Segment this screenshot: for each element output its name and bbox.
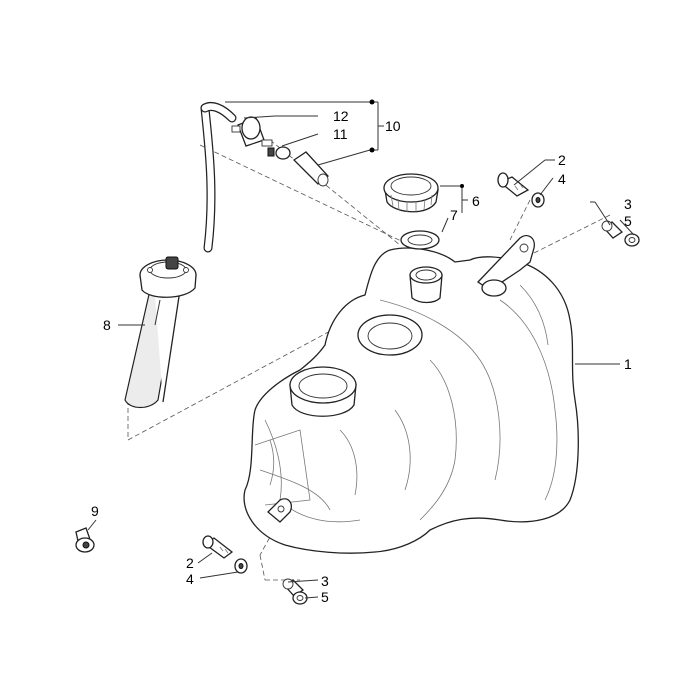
- label-part-8: 8: [103, 317, 111, 333]
- label-part-11: 11: [333, 126, 348, 142]
- label-part-6: 6: [472, 193, 480, 209]
- bracket-dot: [460, 184, 464, 188]
- fuel-tank: [243, 234, 579, 554]
- bracket-dot: [369, 147, 375, 153]
- label-part-5-upper: 5: [624, 213, 632, 229]
- bolt-lower: [202, 535, 234, 559]
- label-part-2-lower: 2: [186, 555, 194, 571]
- bolt-upper: [497, 172, 530, 197]
- label-part-2-upper: 2: [558, 152, 566, 168]
- fuel-pump: [124, 256, 197, 409]
- label-part-12: 12: [333, 108, 349, 124]
- fuel-cap: [383, 173, 439, 213]
- label-part-5-lower: 5: [321, 589, 329, 605]
- label-part-1: 1: [624, 356, 632, 372]
- washer-upper: [531, 192, 545, 208]
- label-part-4-lower: 4: [186, 571, 194, 587]
- label-part-4-upper: 4: [558, 171, 566, 187]
- nut-lower: [292, 591, 308, 605]
- label-part-9: 9: [91, 503, 99, 519]
- check-valve: [231, 116, 273, 147]
- bracket-dot: [369, 99, 375, 105]
- label-part-7: 7: [450, 207, 458, 223]
- washer-lower: [234, 558, 248, 574]
- hose-sleeve: [292, 151, 329, 187]
- label-part-3-upper: 3: [624, 196, 632, 212]
- nut-upper: [624, 233, 640, 247]
- cap-gasket: [400, 230, 440, 250]
- label-part-3-lower: 3: [321, 573, 329, 589]
- hose-clip: [75, 527, 95, 553]
- callout-labels: 1 2 4 3 5 6 7 8 9 10 11 12 2 4 3 5: [91, 108, 632, 605]
- spacer-upper: [601, 220, 624, 239]
- hose-clamp-small: [267, 146, 291, 160]
- vent-hose: [200, 101, 237, 253]
- label-part-10: 10: [385, 118, 401, 134]
- leader-lines: [87, 101, 635, 599]
